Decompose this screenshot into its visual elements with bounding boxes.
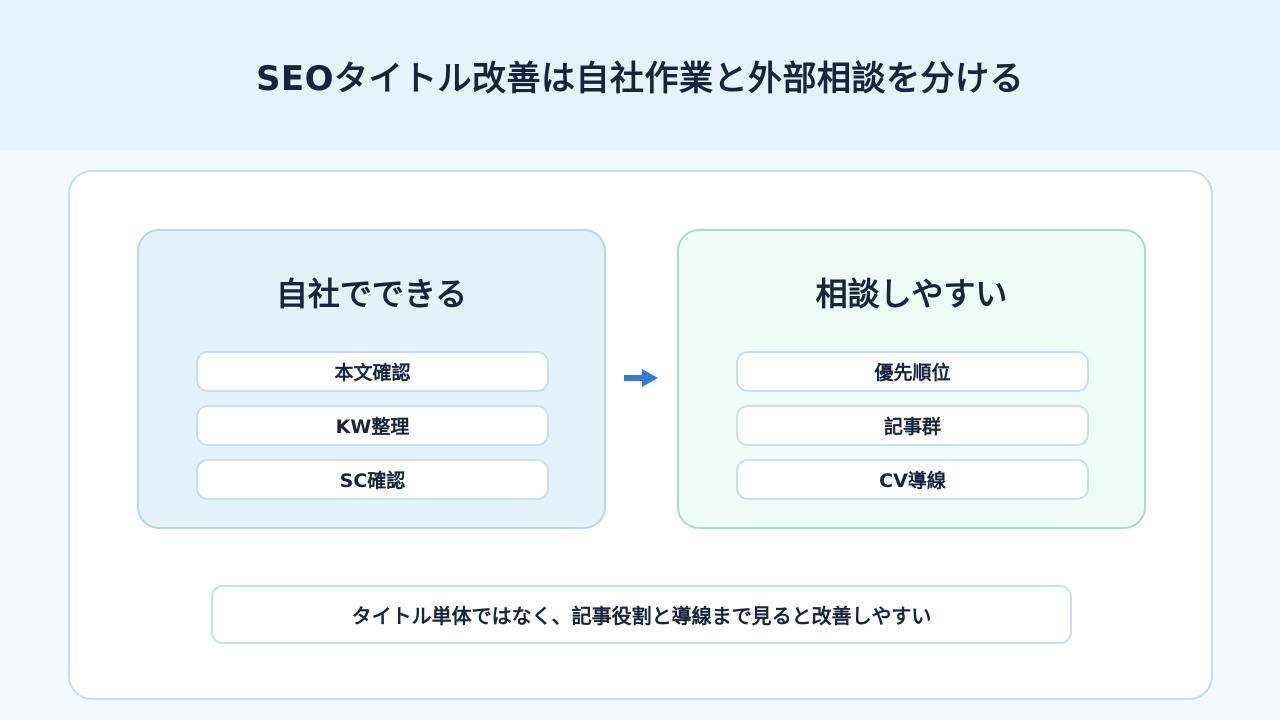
- self-service-panel: 自社でできる 本文確認 KW整理 SC確認: [137, 229, 606, 529]
- self-service-heading: 自社でできる: [275, 275, 468, 313]
- summary-note: タイトル単体ではなく、記事役割と導線まで見ると改善しやすい: [211, 585, 1072, 644]
- consult-heading: 相談しやすい: [815, 275, 1008, 313]
- consult-list: 優先順位 記事群 CV導線: [736, 351, 1089, 500]
- consult-item: CV導線: [736, 459, 1089, 500]
- header-banner: SEOタイトル改善は自社作業と外部相談を分ける: [0, 0, 1280, 150]
- arrow-right-icon: [624, 369, 658, 387]
- consult-item: 記事群: [736, 405, 1089, 446]
- self-service-item: 本文確認: [196, 351, 549, 392]
- diagram-board: 自社でできる 本文確認 KW整理 SC確認 相談しやすい 優先順位 記事群 CV…: [68, 170, 1213, 700]
- self-service-item: KW整理: [196, 405, 549, 446]
- self-service-list: 本文確認 KW整理 SC確認: [196, 351, 549, 500]
- self-service-item: SC確認: [196, 459, 549, 500]
- consult-panel: 相談しやすい 優先順位 記事群 CV導線: [677, 229, 1146, 529]
- page-title: SEOタイトル改善は自社作業と外部相談を分ける: [255, 58, 1025, 99]
- consult-item: 優先順位: [736, 351, 1089, 392]
